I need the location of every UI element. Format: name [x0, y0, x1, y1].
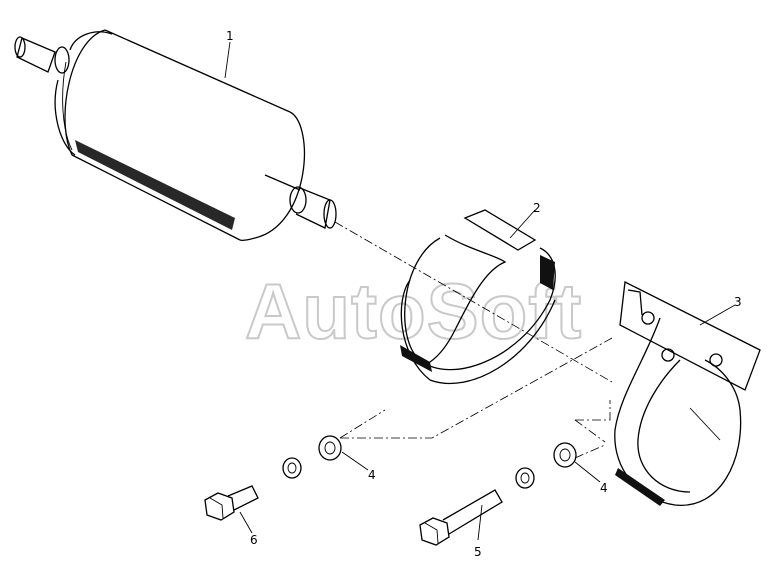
callout-washer-right: 4 [600, 481, 608, 495]
callout-clamp-insert: 2 [533, 201, 541, 215]
leader-lines [224, 41, 736, 541]
callout-filter: 1 [226, 29, 234, 43]
callout-bracket: 3 [734, 295, 742, 309]
watermark: AutoSoft [245, 267, 582, 355]
fuel-filter [14, 29, 337, 242]
clamp-insert [400, 209, 556, 385]
callout-bolt-short: 6 [250, 533, 258, 547]
assembly-centerlines [334, 221, 613, 459]
bolt-long [419, 489, 503, 546]
bolt-short [204, 485, 259, 521]
callout-washer-left: 4 [368, 468, 376, 482]
washer-set-right [515, 442, 577, 489]
washer-set-left [282, 435, 342, 479]
callout-bolt-long: 5 [474, 545, 482, 559]
bracket-clamp [614, 281, 761, 506]
